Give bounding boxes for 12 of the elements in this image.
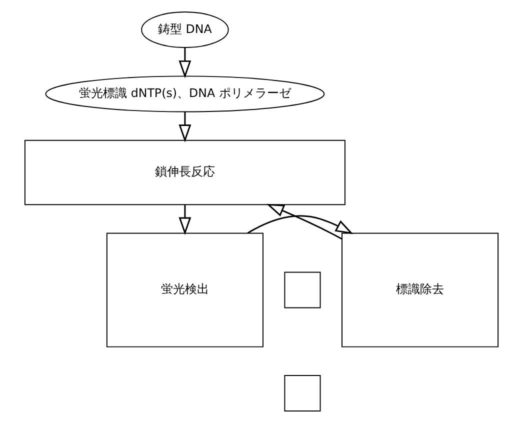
node-ellipse: 鋳型 DNA [140, 12, 228, 48]
arrow [178, 112, 191, 142]
arrow [178, 48, 191, 78]
node-box: 標識除去 [341, 232, 498, 348]
node-box [284, 374, 320, 412]
node-box: 蛍光検出 [106, 232, 263, 348]
arrow [178, 204, 191, 236]
node-box [284, 272, 320, 308]
arrow [266, 204, 342, 240]
node-ellipse: 蛍光標識 dNTP(s)、DNA ポリメラーゼ [44, 76, 324, 112]
node-box: 鎖伸長反応 [24, 140, 345, 206]
arrow [246, 215, 353, 234]
